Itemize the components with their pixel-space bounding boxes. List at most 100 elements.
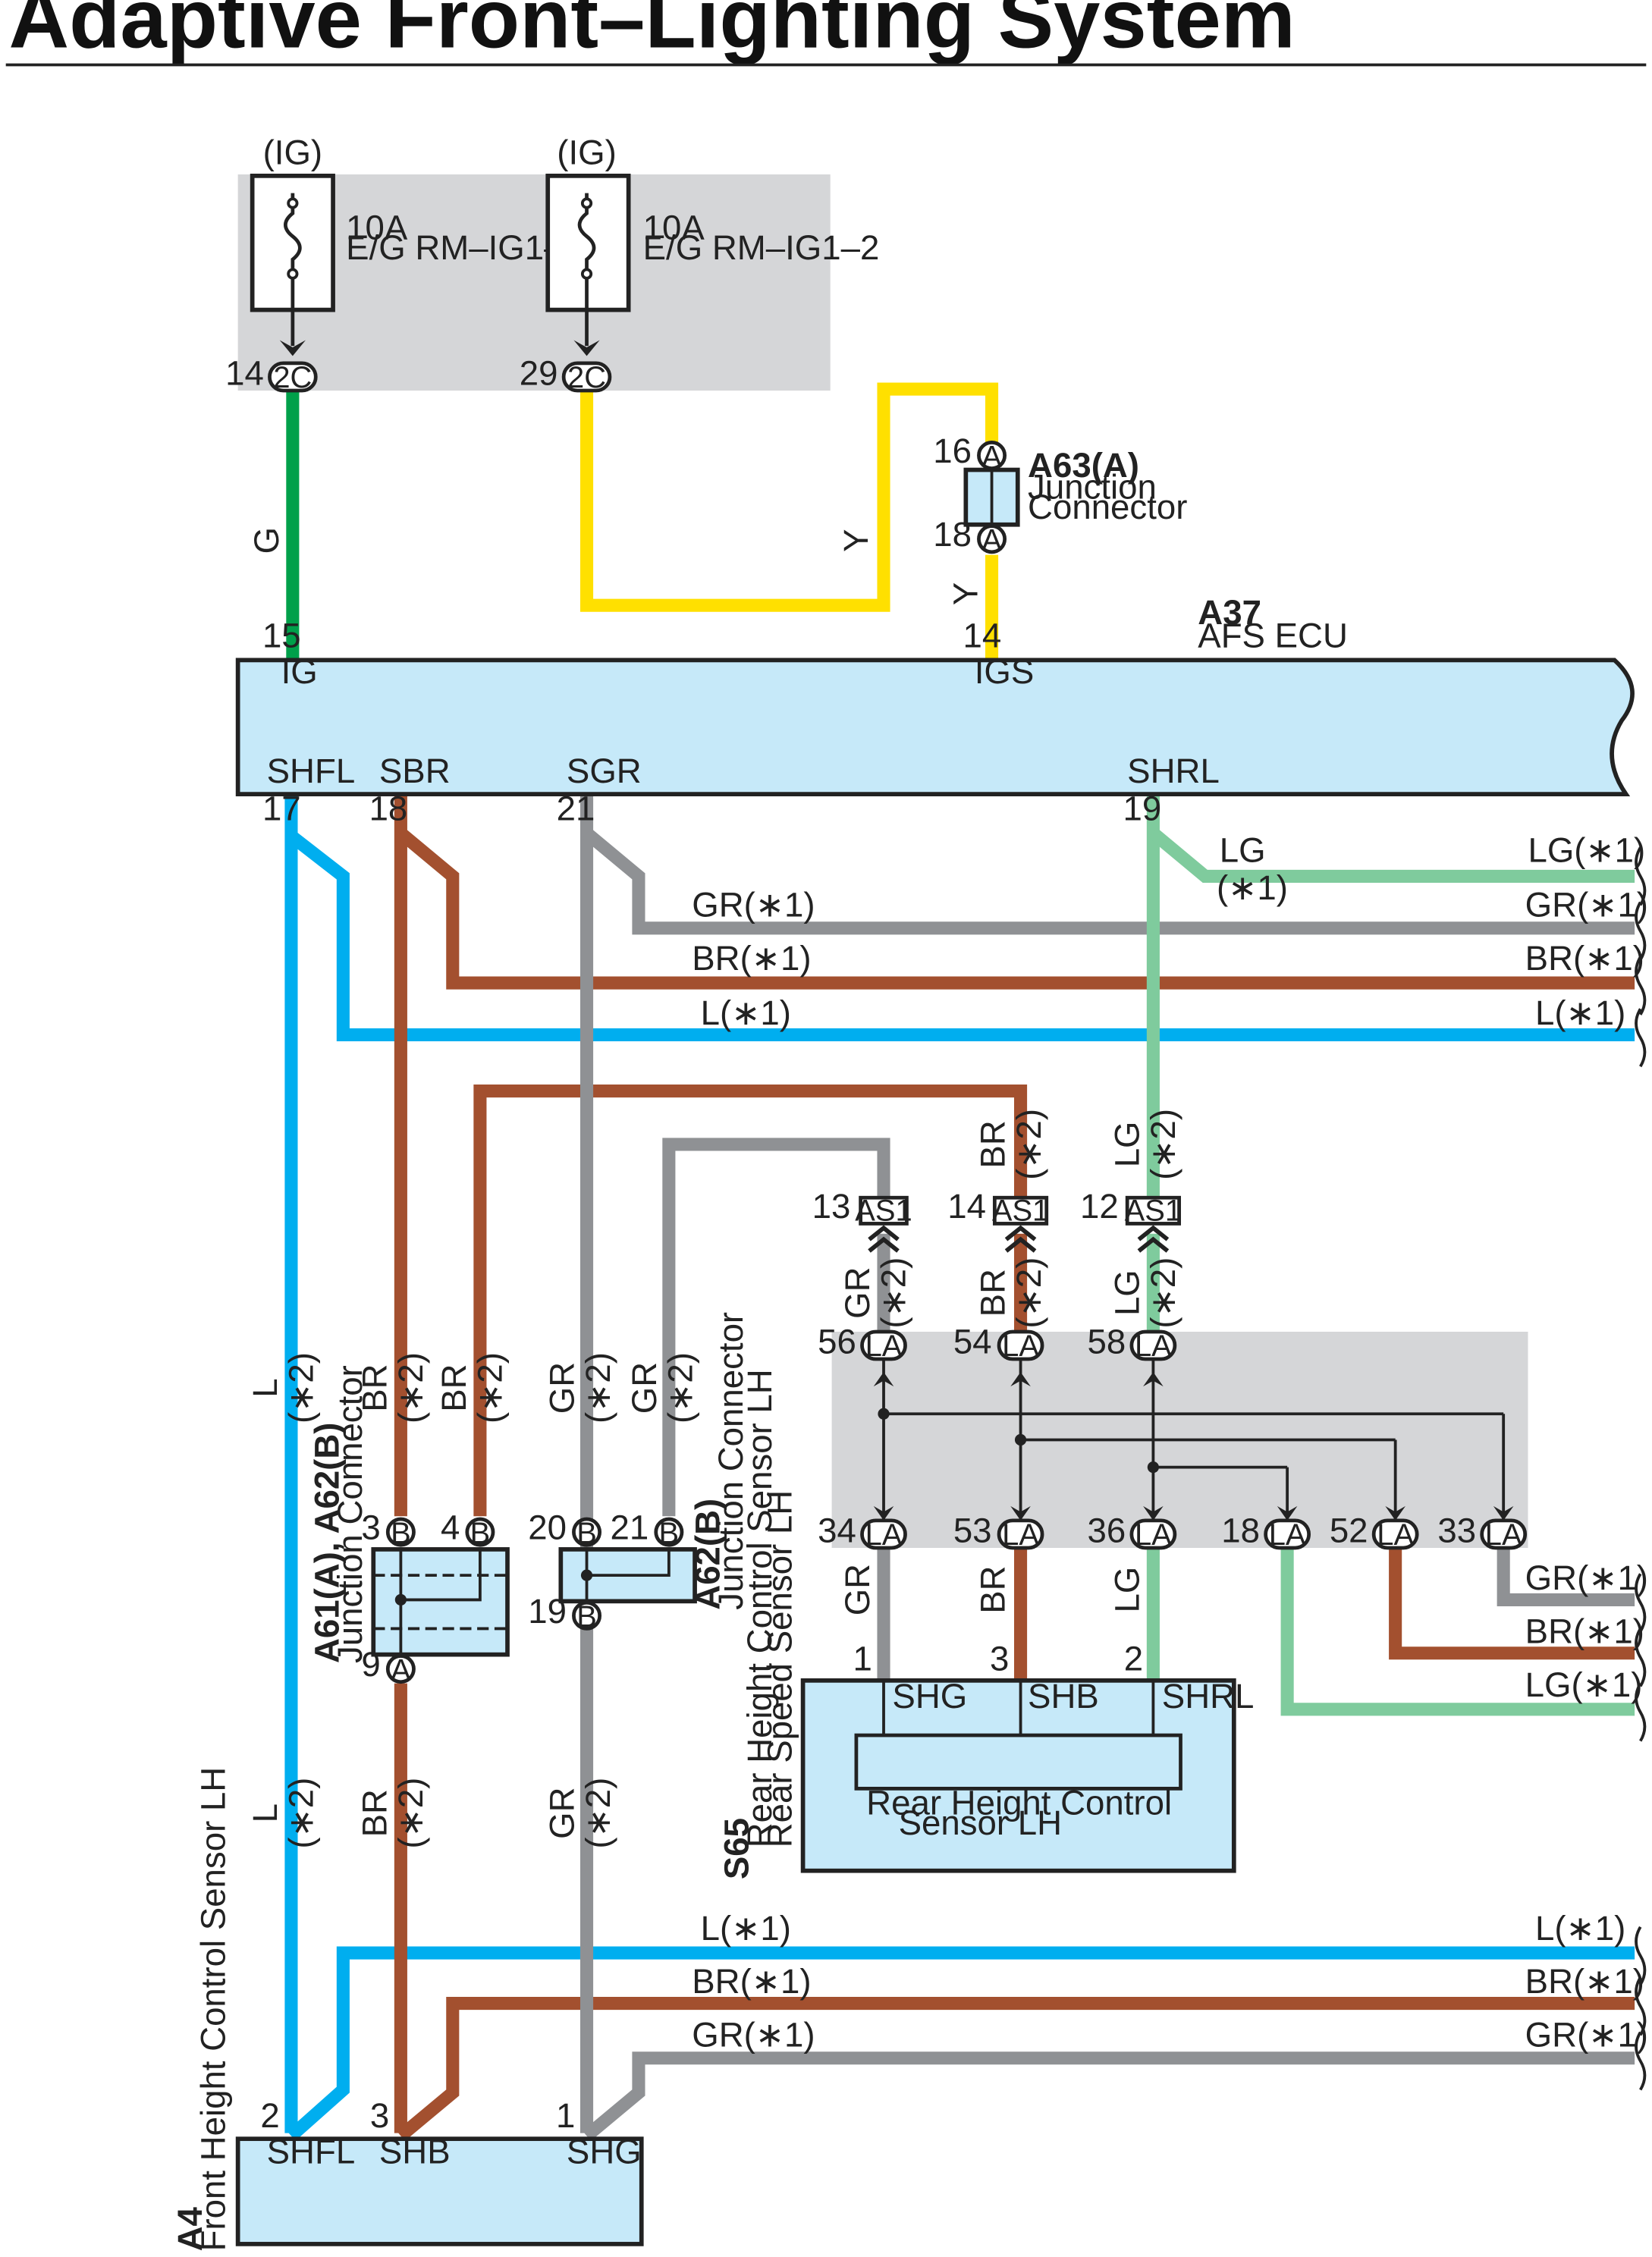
la-connector-52: LA 52: [1330, 1511, 1419, 1552]
fuse-2-arrow-icon: [573, 340, 600, 356]
arrow-down-icon: [1277, 1505, 1298, 1521]
la-connector-56: LA 56: [818, 1322, 907, 1363]
connector-code: A: [391, 1654, 411, 1687]
connector-code: LA: [1135, 1329, 1172, 1363]
cut-mark: [1635, 1926, 1647, 1985]
pin-number: 4: [441, 1508, 460, 1547]
junction-a61-box: [371, 1547, 510, 1657]
branch-label: L(∗1): [701, 994, 791, 1032]
pin-number: 14: [225, 353, 264, 392]
pin-number: 14: [947, 1187, 986, 1226]
cut-mark: [1635, 1008, 1647, 1068]
junction-a61-name: Junction Connector: [331, 1365, 369, 1663]
branch-label: BR(∗1): [692, 939, 811, 978]
wire-note: BR: [435, 1364, 473, 1411]
s65-name: Rear Height Control Sensor LH: [740, 1369, 779, 1847]
wire-note: (∗2): [1144, 1257, 1182, 1329]
pin-number: 12: [1080, 1187, 1119, 1226]
pin-number: 18: [1221, 1511, 1260, 1549]
cut-mark: [1635, 1682, 1647, 1742]
branch-label: GR(∗1): [692, 886, 815, 924]
wire-note: (∗2): [661, 1352, 699, 1424]
as1-connectors: AS1 13 AS1 14 AS1 12: [812, 1187, 1182, 1253]
wire-br-to-as1: [473, 1085, 1028, 1517]
s65-code: S65: [717, 1818, 755, 1879]
junction-a62-name: Junction Connector: [711, 1312, 750, 1610]
connector-code: A: [981, 524, 1002, 557]
fuse-1: (IG) 10A E/G RM–IG1–1: [250, 133, 583, 356]
cut-mark: [1635, 956, 1647, 1015]
junction-a63-name: Connector: [1028, 488, 1187, 526]
wire-note: L: [246, 1378, 284, 1397]
connector-code: AS1: [855, 1194, 912, 1227]
pin-number: 17: [262, 789, 301, 827]
connector-code: LA: [1485, 1518, 1522, 1552]
pin-number: 52: [1330, 1511, 1368, 1549]
pin-name: SBR: [379, 752, 451, 790]
wire-note: (∗2): [1010, 1109, 1048, 1180]
fuse-1-name: E/G RM–IG1–1: [346, 228, 583, 267]
branch-label: L(∗1): [1535, 1909, 1625, 1948]
wire-gr-la33: [1497, 1549, 1635, 1606]
wire-label-y: Y: [947, 582, 985, 605]
wire-br-branch-bottom: [396, 1996, 1635, 2141]
wire-lg-branch-top: [1148, 827, 1635, 883]
junction-dot: [878, 1408, 890, 1420]
la-connector-53: LA 53: [953, 1511, 1044, 1552]
la-connector-54: LA 54: [953, 1322, 1044, 1363]
fuse-2-supply: (IG): [557, 133, 617, 172]
pin-name: SHG: [567, 2132, 642, 2171]
fuse-2-name: E/G RM–IG1–2: [643, 228, 880, 267]
branch-label: BR(∗1): [1525, 1612, 1644, 1650]
fuse-1-rating: 10A: [346, 208, 408, 246]
pin-number: 9: [361, 1645, 380, 1684]
connector-pill: [997, 1329, 1044, 1361]
wire-y-to-a63: [579, 382, 999, 612]
wire-note: (∗2): [1144, 1109, 1182, 1180]
cut-mark: [1635, 2031, 1647, 2091]
connector-circle: [385, 1654, 416, 1684]
junction-dot: [1147, 1461, 1159, 1474]
connector-code: AS1: [992, 1194, 1049, 1227]
as1-connector-13: AS1 13: [812, 1187, 912, 1253]
pin-number: 1: [853, 1640, 872, 1678]
la-connector-58: LA 58: [1088, 1322, 1177, 1363]
junction-a61-code: A61(A), A62(B): [308, 1423, 347, 1664]
wire-note: (∗2): [281, 1778, 320, 1849]
afs-ecu-name: AFS ECU: [1198, 616, 1348, 654]
pin-name: SHB: [379, 2132, 451, 2171]
connector-code: AS1: [1125, 1194, 1182, 1227]
pin-number: 2: [260, 2096, 279, 2135]
connector-code: LA: [1002, 1518, 1039, 1552]
wire-note: (∗2): [875, 1257, 913, 1329]
page-title: Adaptive Front–Lighting System: [8, 0, 1295, 66]
wire-note: GR: [542, 1787, 581, 1838]
connector-circle: [977, 524, 1007, 554]
wire-note: LG: [1107, 1121, 1146, 1167]
pin-number: 58: [1088, 1322, 1126, 1361]
wire-gr-branch-bottom: [583, 2051, 1635, 2141]
la-bottom-connectors: LA 34 LA 53 LA 36 LA 18 LA 52 LA 33: [818, 1511, 1528, 1552]
branch-label: GR(∗1): [692, 2016, 815, 2055]
wire-label-g: G: [247, 527, 286, 554]
connector-code: LA: [1269, 1518, 1306, 1552]
wire-gr-branch-top: [583, 827, 1635, 935]
connector-code: B: [391, 1517, 411, 1550]
connector-pill: [268, 361, 318, 393]
wire-br-branch-top: [396, 827, 1635, 990]
s65-inner-label: Rear Height Control: [866, 1784, 1172, 1822]
fuse-2-icon: [577, 193, 596, 310]
branch-label: LG(∗1): [1528, 830, 1645, 869]
wire-note: (∗2): [391, 1352, 430, 1424]
connector-code: LA: [1002, 1329, 1039, 1363]
wire-note: BR: [355, 1364, 394, 1411]
fuse-1-icon: [284, 193, 302, 310]
pin-name: SGR: [567, 752, 642, 790]
connector-circle: [572, 1517, 602, 1547]
branch-label: LG(∗1): [1525, 1665, 1643, 1704]
connector-code: B: [470, 1517, 491, 1550]
wire-note: BR: [974, 1120, 1013, 1168]
pin-number: 21: [557, 789, 595, 827]
connector-code: LA: [865, 1518, 903, 1552]
